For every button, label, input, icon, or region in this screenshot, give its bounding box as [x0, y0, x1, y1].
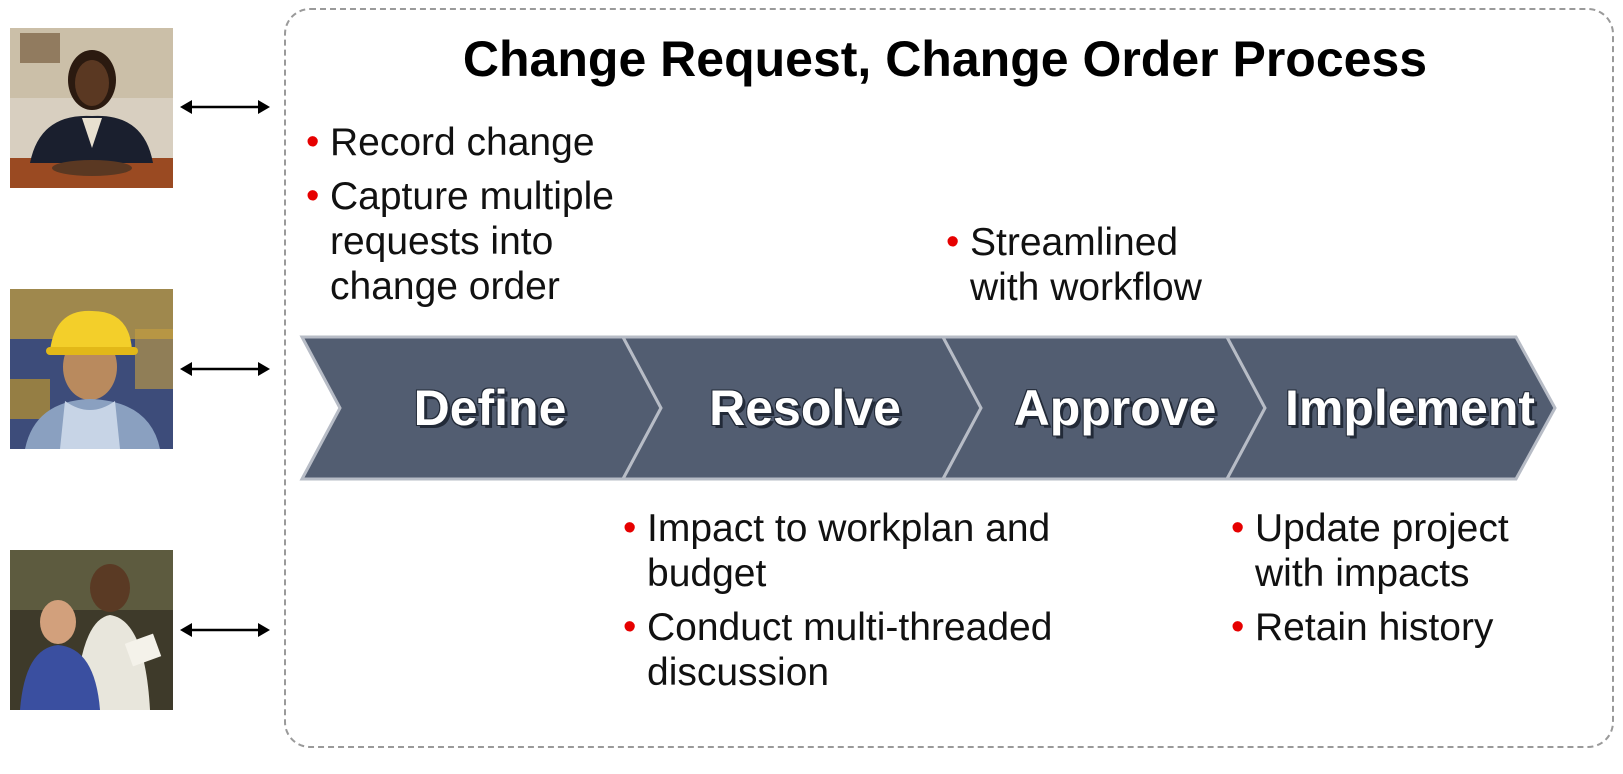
person-photo-businesswoman — [10, 28, 173, 188]
implement-notes: •Update project with impacts •Retain his… — [1231, 506, 1551, 659]
process-frame — [284, 8, 1614, 748]
person-photo-construction-worker — [10, 289, 173, 449]
stage-label-implement: Implement — [1284, 380, 1536, 436]
chevron-implement — [1224, 335, 1557, 481]
bullet-icon: • — [623, 606, 637, 648]
person-photo-workers-reviewing — [10, 550, 173, 710]
list-item: •Conduct multi-threaded discussion — [623, 606, 1053, 694]
resolve-notes: •Impact to workplan and budget •Conduct … — [623, 506, 1103, 704]
bullet-icon: • — [306, 121, 320, 163]
double-arrow-icon — [180, 361, 270, 377]
define-notes: •Record change •Capture multiple request… — [306, 120, 646, 318]
stage-label-approve: Approve — [1013, 380, 1217, 436]
list-item: •Update project with impacts — [1231, 507, 1509, 595]
diagram-title: Change Request, Change Order Process — [462, 31, 1428, 87]
list-item: •Impact to workplan and budget — [623, 507, 1051, 595]
bullet-icon: • — [1231, 507, 1245, 549]
list-item: •Retain history — [1231, 606, 1494, 649]
list-item: •Streamlined with workflow — [946, 221, 1202, 309]
bullet-icon: • — [306, 175, 320, 217]
stage-label-define: Define — [413, 380, 567, 436]
double-arrow-icon — [180, 622, 270, 638]
stage-label-resolve: Resolve — [709, 380, 901, 436]
double-arrow-icon — [180, 99, 270, 115]
list-item: •Record change — [306, 121, 595, 164]
list-item: •Capture multiple requests into change o… — [306, 175, 614, 308]
bullet-icon: • — [946, 221, 960, 263]
bullet-icon: • — [623, 507, 637, 549]
bullet-icon: • — [1231, 606, 1245, 648]
approve-notes: •Streamlined with workflow — [946, 220, 1246, 319]
